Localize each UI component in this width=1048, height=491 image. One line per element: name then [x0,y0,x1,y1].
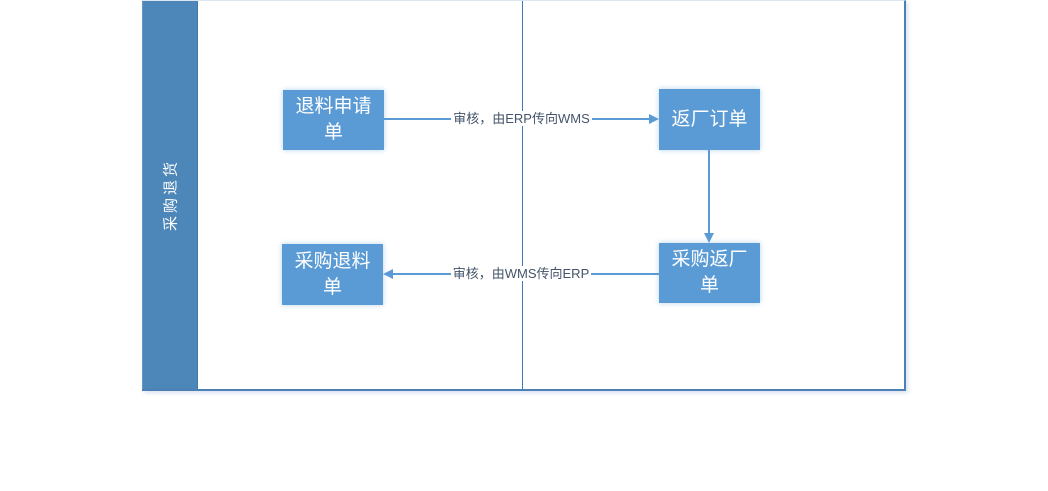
swimlane-label: 采购退货 [162,158,180,232]
arrowhead-down-icon [704,233,714,243]
node-label: 采购退料单 [294,250,371,298]
arrowhead-left-icon [383,269,393,279]
node-purchase-factory-return: 采购返厂单 [659,243,760,303]
node-label: 返厂订单 [671,108,748,130]
connector-factory-order-down-line [708,150,710,235]
node-label: 采购返厂单 [671,249,748,296]
swimlane-frame: 采购退货 退料申请单 返厂订单 采购退料单 采购返厂单 审核，由ERP传向WMS [142,0,906,391]
connector-wms-to-erp-line [392,273,659,275]
connector-erp-to-wms-line [384,118,650,120]
node-factory-return-order: 返厂订单 [659,89,760,150]
arrowhead-right-icon [649,114,659,124]
phase-divider-line [522,1,523,389]
node-label: 退料申请单 [295,96,372,143]
swimlane-header-purchase-return: 采购退货 [142,1,198,389]
node-purchase-return-form: 采购退料单 [282,244,383,305]
node-return-material-request: 退料申请单 [283,90,384,150]
